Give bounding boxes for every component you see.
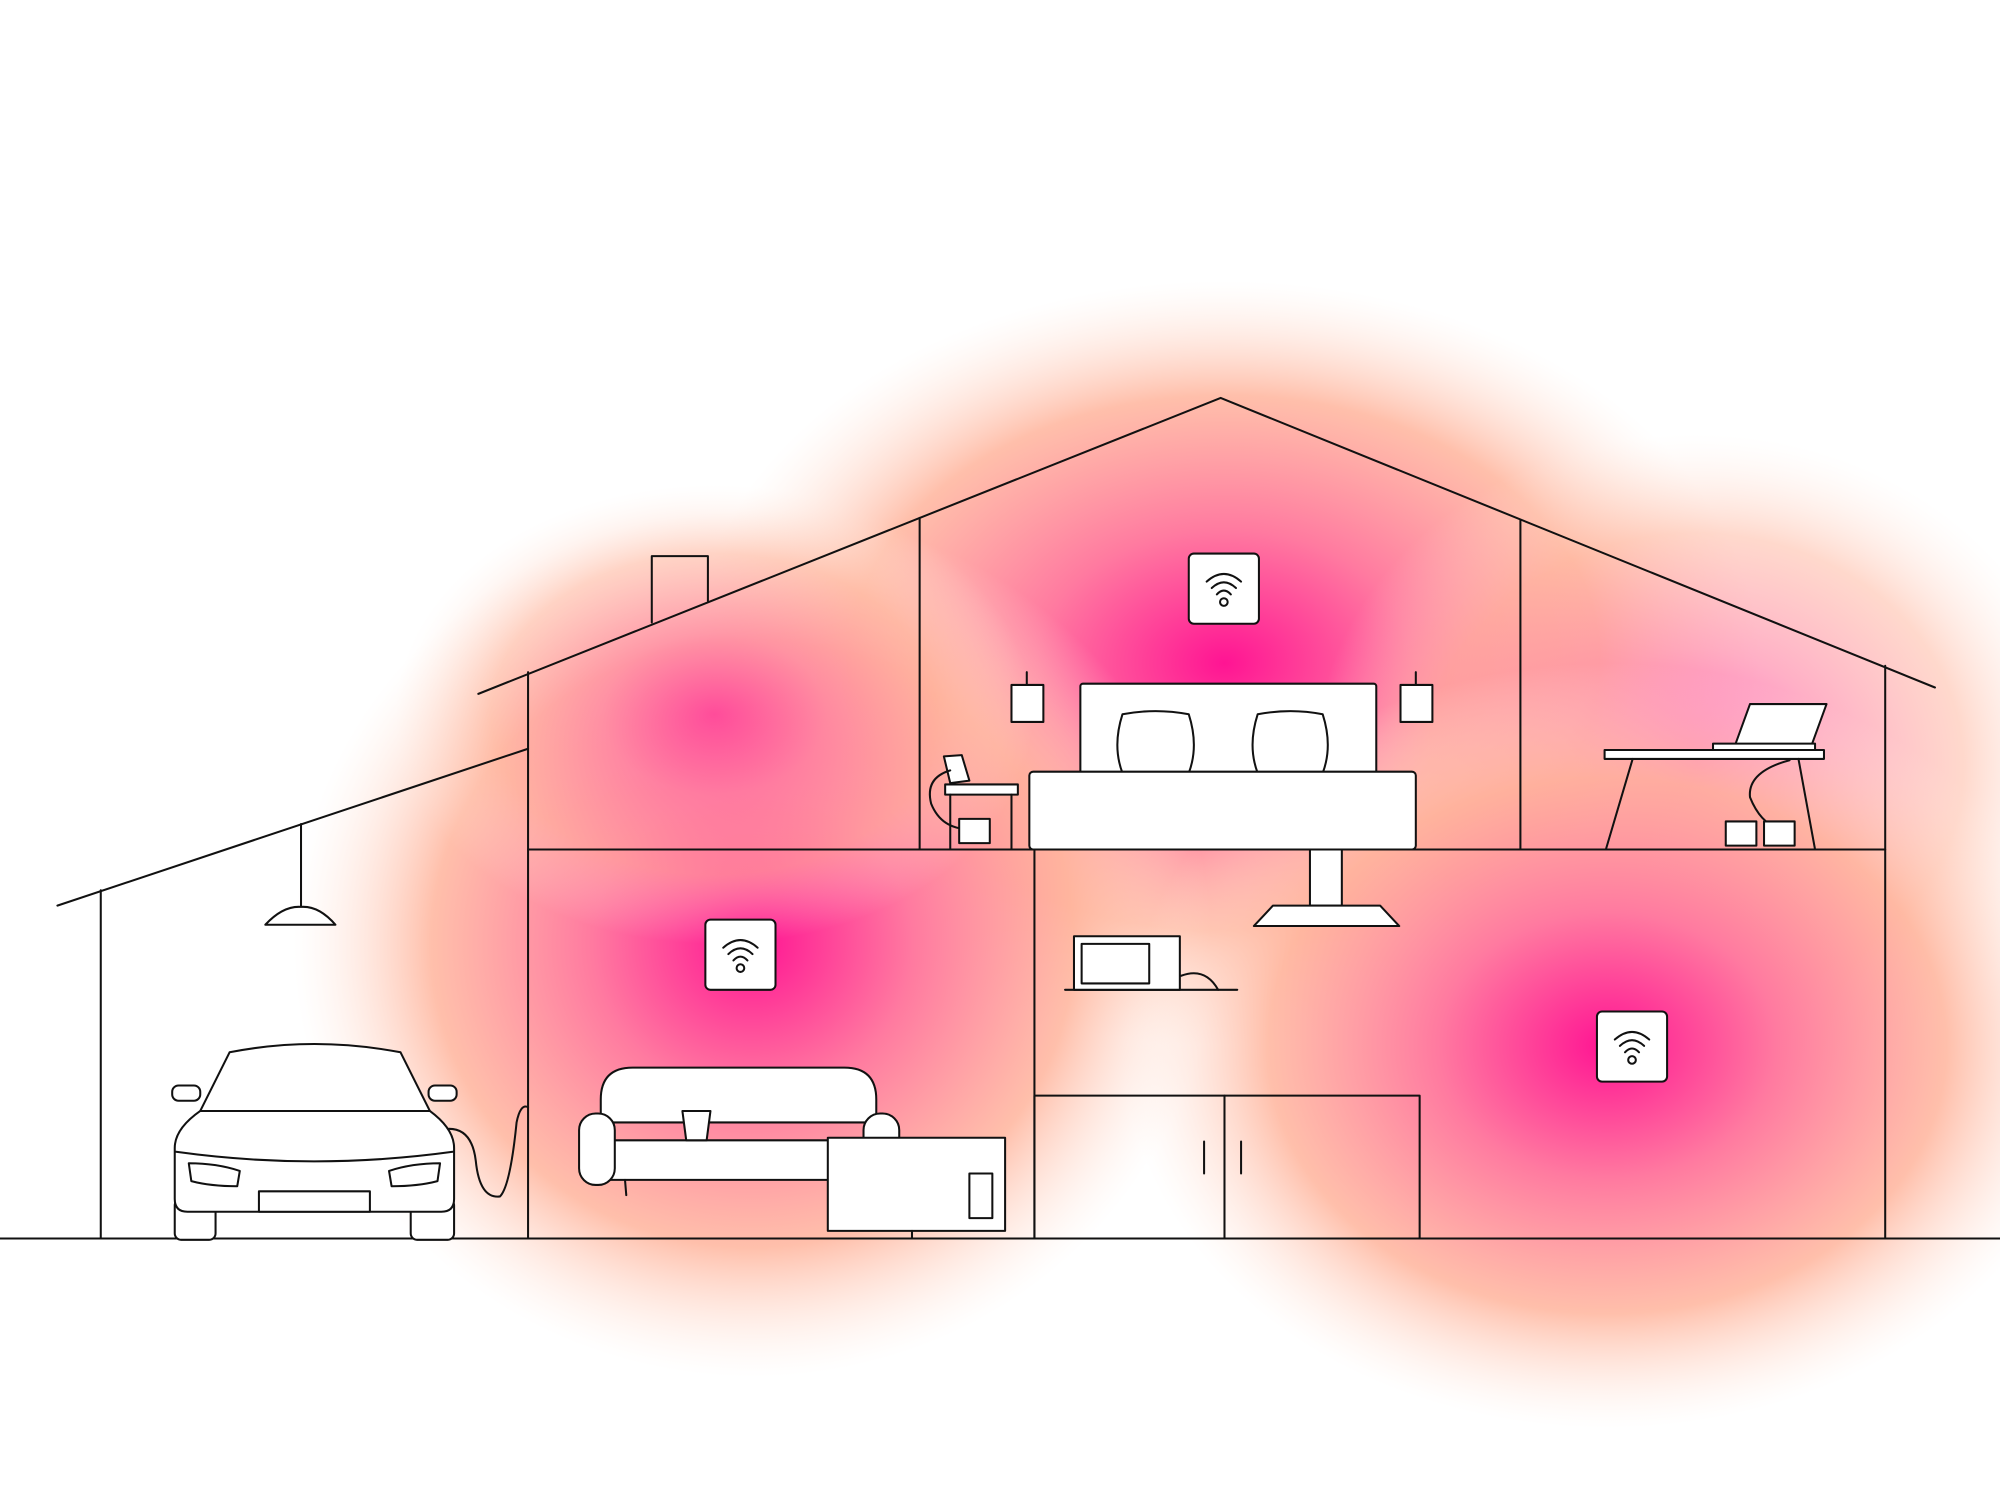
wifi-icon [1613, 1030, 1651, 1065]
wifi-icon [1205, 572, 1243, 607]
charging-cable [447, 1105, 530, 1198]
car [171, 1042, 530, 1241]
signal-glow [293, 280, 2000, 1429]
kitchen-lamp [1252, 848, 1401, 928]
tv-cabinet [826, 1136, 1007, 1240]
office-desk [1603, 703, 1828, 851]
chimney [650, 555, 709, 624]
ceiling-lamp [264, 822, 337, 926]
microwave [1064, 935, 1239, 991]
wifi-access-point-bedroom [1187, 552, 1260, 625]
bedroom [928, 671, 1434, 851]
wifi-access-point-kitchen [1595, 1010, 1669, 1083]
wifi-access-point-living [704, 918, 777, 991]
wifi-icon [722, 939, 759, 973]
kitchen-cabinets [1033, 1094, 1421, 1240]
